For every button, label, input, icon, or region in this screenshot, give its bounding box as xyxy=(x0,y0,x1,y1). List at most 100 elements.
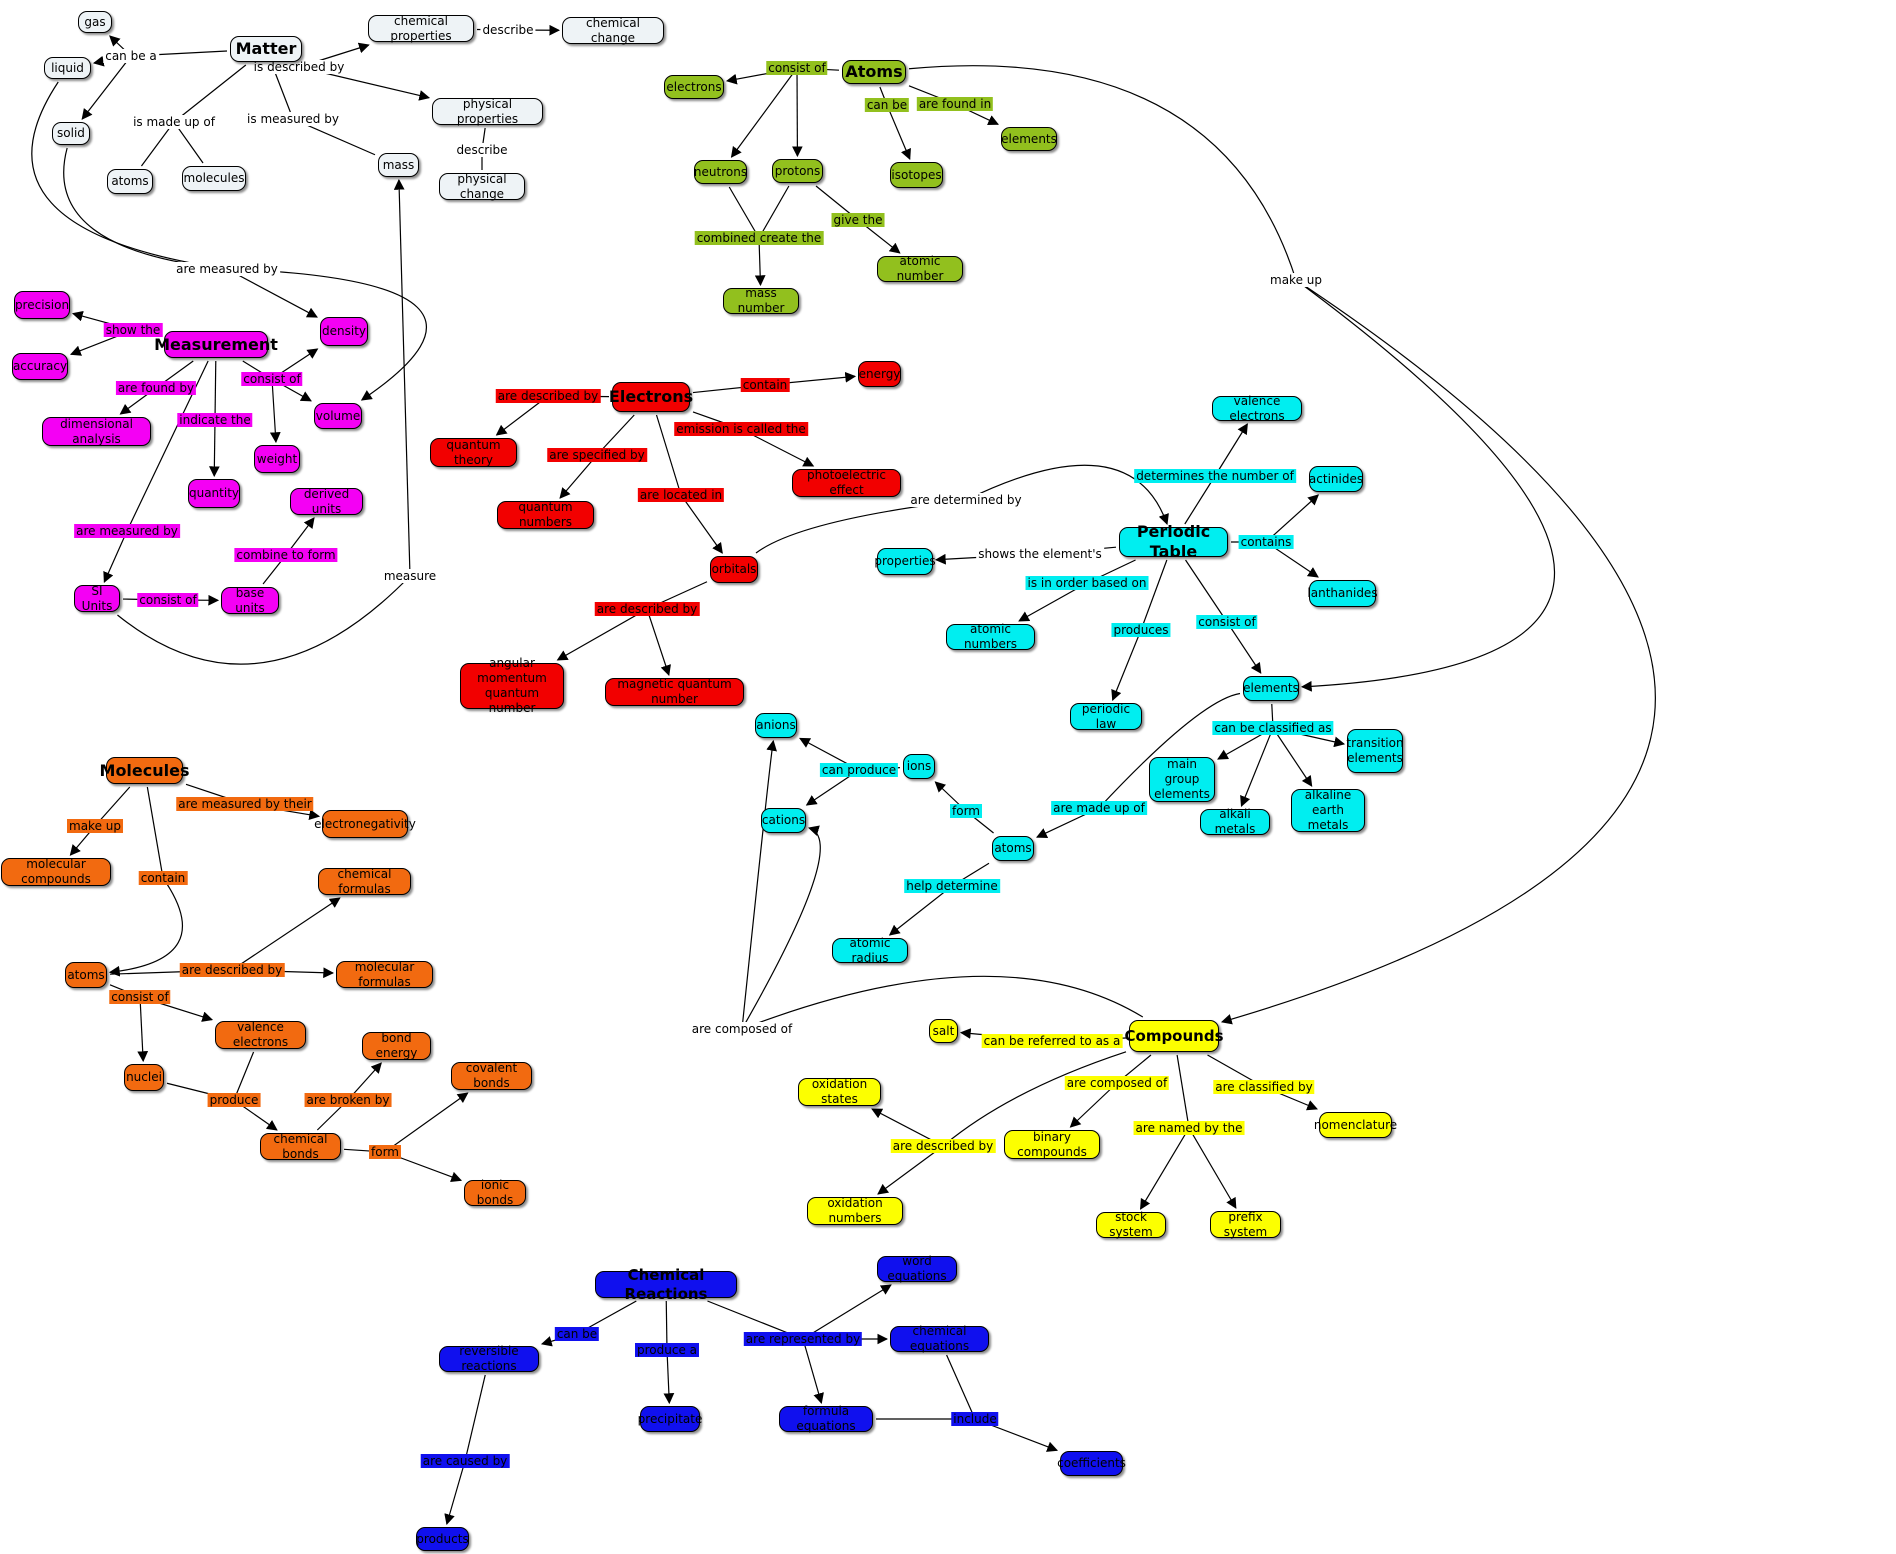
concept-node-elements-c[interactable]: elements xyxy=(1243,676,1299,701)
connector-L-consist-of-c-to-elements-c xyxy=(1226,621,1262,674)
concept-node-periodic-law[interactable]: periodic law xyxy=(1070,702,1142,731)
concept-node-ionic[interactable]: ionic bonds xyxy=(464,1178,526,1207)
connector-compounds-to-L-are-described-by-y xyxy=(942,1051,1127,1147)
concept-node-base-units[interactable]: base units xyxy=(221,586,279,615)
connector-periodic-table-to-L-determines xyxy=(1184,475,1216,525)
concept-node-ox-states[interactable]: oxidation states xyxy=(798,1077,881,1106)
connector-protons-to-L-combined-create xyxy=(758,185,790,239)
connector-L-indicate-the-to-quantity xyxy=(208,419,220,478)
concept-node-chem-formulas[interactable]: chemical formulas xyxy=(318,867,411,896)
concept-node-mass-number[interactable]: mass number xyxy=(723,286,799,315)
concept-node-atoms-g[interactable]: atoms xyxy=(107,169,153,194)
concept-node-valence-c[interactable]: valence electrons xyxy=(1212,394,1302,423)
concept-node-accuracy[interactable]: accuracy xyxy=(12,353,68,380)
concept-node-stock[interactable]: stock system xyxy=(1096,1210,1166,1239)
concept-node-formula-eq[interactable]: formula equations xyxy=(779,1404,873,1433)
concept-node-transition[interactable]: transition elements xyxy=(1346,729,1404,773)
concept-node-si-units[interactable]: SI Units xyxy=(74,584,120,613)
concept-node-gas[interactable]: gas xyxy=(78,11,112,33)
concept-node-molecules-root[interactable]: Molecules xyxy=(100,757,190,784)
link-label-are-determined-by: are determined by xyxy=(908,493,1024,507)
concept-node-phys-props[interactable]: physical properties xyxy=(432,97,543,126)
concept-node-magnetic-qn[interactable]: magnetic quantum number xyxy=(605,677,744,706)
concept-node-cations[interactable]: cations xyxy=(761,808,806,833)
concept-node-products[interactable]: products xyxy=(416,1527,469,1551)
concept-node-quantum-numbers[interactable]: quantum numbers xyxy=(497,500,594,529)
concept-node-dim-analysis[interactable]: dimensional analysis xyxy=(42,417,151,446)
concept-node-binary[interactable]: binary compounds xyxy=(1004,1130,1100,1159)
concept-node-chem-change[interactable]: chemical change xyxy=(562,16,664,45)
concept-node-chem-props[interactable]: chemical properties xyxy=(368,14,474,43)
concept-node-electrons-root[interactable]: Electrons xyxy=(609,382,693,412)
concept-node-matter[interactable]: Matter xyxy=(230,36,302,62)
concept-node-main-group[interactable]: main group elements xyxy=(1149,757,1215,802)
concept-node-mol-formulas[interactable]: molecular formulas xyxy=(336,960,433,989)
connector-L-can-be-a-to-solid xyxy=(81,55,132,120)
concept-node-chem-eq[interactable]: chemical equations xyxy=(890,1324,989,1353)
concept-node-nomenclature[interactable]: nomenclature xyxy=(1314,1112,1397,1138)
concept-node-precipitate[interactable]: precipitate xyxy=(638,1406,702,1432)
concept-node-bond-energy[interactable]: bond energy xyxy=(362,1031,431,1060)
concept-node-angular-qn[interactable]: angular momentum quantum number xyxy=(460,656,564,715)
connector-chem-reactions-to-L-produce-a xyxy=(665,1300,668,1351)
concept-node-elements-gr[interactable]: elements xyxy=(1001,127,1057,151)
concept-node-atoms-c[interactable]: atoms xyxy=(992,836,1034,861)
concept-node-density[interactable]: density xyxy=(320,317,368,346)
concept-node-mass[interactable]: mass xyxy=(378,153,419,177)
concept-node-neutrons[interactable]: neutrons xyxy=(694,160,747,184)
concept-node-atomic-number[interactable]: atomic number xyxy=(877,254,963,283)
concept-node-quantum-theory[interactable]: quantum theory xyxy=(430,438,517,467)
connector-L-are-named-by-to-prefix xyxy=(1188,1127,1237,1209)
concept-node-orbitals[interactable]: orbitals xyxy=(710,556,758,583)
concept-node-precision[interactable]: precision xyxy=(14,291,70,319)
concept-node-atoms-o[interactable]: atoms xyxy=(65,962,107,988)
concept-node-properties[interactable]: properties xyxy=(874,548,936,575)
connector-L-are-composed-of-y-to-binary xyxy=(1069,1082,1118,1128)
concept-node-compounds[interactable]: Compounds xyxy=(1125,1020,1224,1052)
concept-node-solid[interactable]: solid xyxy=(52,122,90,145)
concept-node-derived-units[interactable]: derived units xyxy=(290,487,363,516)
connector-compounds-to-L-are-named-by xyxy=(1176,1054,1190,1129)
concept-node-weight[interactable]: weight xyxy=(254,445,300,473)
concept-node-electronegativity[interactable]: electronegativity xyxy=(314,810,416,838)
connector-L-are-represented-to-word-eq xyxy=(802,1284,892,1340)
concept-node-atomic-numbers[interactable]: atomic numbers xyxy=(946,622,1035,651)
concept-node-valence-o[interactable]: valence electrons xyxy=(215,1020,306,1049)
link-label-contain-r: contain xyxy=(740,378,790,392)
concept-node-chem-reactions[interactable]: Chemical Reactions xyxy=(595,1266,737,1303)
concept-node-mol-compounds[interactable]: molecular compounds xyxy=(1,857,111,886)
link-label-is-described-by: is described by xyxy=(251,60,347,74)
connector-L-are-caused-by-to-products xyxy=(444,1460,466,1526)
concept-node-alkaline-earth[interactable]: alkaline earth metals xyxy=(1291,788,1365,832)
concept-node-electrons-gr[interactable]: electrons xyxy=(664,75,724,99)
concept-node-quantity[interactable]: quantity xyxy=(188,479,240,508)
concept-node-word-eq[interactable]: word equations xyxy=(877,1254,957,1283)
concept-node-ox-numbers[interactable]: oxidation numbers xyxy=(807,1196,903,1225)
concept-node-photoelectric[interactable]: photoelectric effect xyxy=(792,468,901,497)
concept-node-protons[interactable]: protons xyxy=(772,159,823,183)
concept-node-periodic-table[interactable]: Periodic Table xyxy=(1119,522,1228,561)
concept-node-energy[interactable]: energy xyxy=(858,361,901,387)
concept-node-measurement[interactable]: Measurement xyxy=(154,331,278,358)
concept-node-phys-change[interactable]: physical change xyxy=(439,172,525,201)
concept-node-prefix[interactable]: prefix system xyxy=(1210,1210,1281,1239)
concept-node-salt[interactable]: salt xyxy=(929,1019,958,1043)
concept-node-coefficients[interactable]: coefficients xyxy=(1057,1451,1126,1476)
concept-node-covalent[interactable]: covalent bonds xyxy=(451,1061,532,1090)
concept-node-reversible[interactable]: reversible reactions xyxy=(439,1344,539,1373)
concept-node-actinides[interactable]: actinides xyxy=(1309,466,1363,492)
concept-node-lanthanides[interactable]: lanthanides xyxy=(1307,580,1378,607)
connector-L-determines-to-valence-c xyxy=(1214,423,1248,477)
concept-node-molecules-g[interactable]: molecules xyxy=(182,166,246,191)
concept-node-volume[interactable]: volume xyxy=(314,403,362,429)
concept-node-ions[interactable]: ions xyxy=(903,754,935,779)
concept-node-anions[interactable]: anions xyxy=(755,713,797,738)
concept-node-isotopes[interactable]: isotopes xyxy=(890,162,943,188)
connector-reversible-to-L-are-caused-by xyxy=(464,1374,486,1462)
concept-node-alkali[interactable]: alkali metals xyxy=(1200,807,1270,836)
concept-node-nuclei[interactable]: nuclei xyxy=(124,1064,164,1091)
concept-node-liquid[interactable]: liquid xyxy=(44,57,91,79)
concept-node-atoms-root[interactable]: Atoms xyxy=(842,60,906,84)
concept-node-chem-bonds[interactable]: chemical bonds xyxy=(260,1132,341,1161)
concept-node-atomic-radius[interactable]: atomic radius xyxy=(832,936,908,965)
